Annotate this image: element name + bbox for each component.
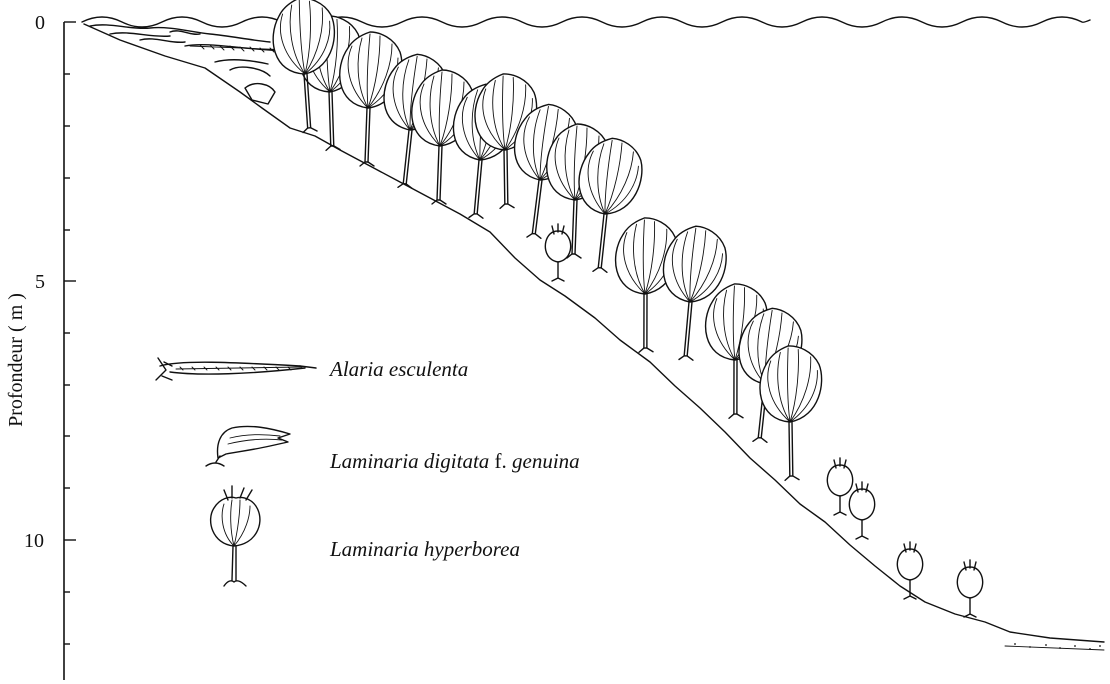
- legend-label-digitata: Laminaria digitata f. genuina: [329, 449, 580, 473]
- legend-label-hyperborea: Laminaria hyperborea: [329, 537, 520, 561]
- legend-label-digitata-form: f.: [495, 449, 507, 473]
- water-surface: [82, 17, 1090, 27]
- legend: Alaria esculenta Laminaria digitata f. g…: [156, 357, 580, 586]
- laminaria-hyperborea-icon: [211, 486, 260, 586]
- laminaria-digitata-icon: [206, 426, 290, 466]
- depth-axis: 0 5 10 Profondeur ( m ): [5, 12, 76, 680]
- legend-label-alaria: Alaria esculenta: [328, 357, 468, 381]
- seabed-profile: [84, 24, 1104, 642]
- sand-bottom: [1005, 643, 1104, 650]
- alaria-esculenta-icon: [156, 358, 316, 380]
- tick-label-5: 5: [35, 271, 45, 293]
- depth-axis-title: Profondeur ( m ): [5, 293, 27, 427]
- kelp-forest: [269, 0, 983, 617]
- tick-label-0: 0: [35, 12, 45, 34]
- legend-label-digitata-form-name: genuina: [512, 449, 580, 473]
- tick-label-10: 10: [24, 530, 44, 552]
